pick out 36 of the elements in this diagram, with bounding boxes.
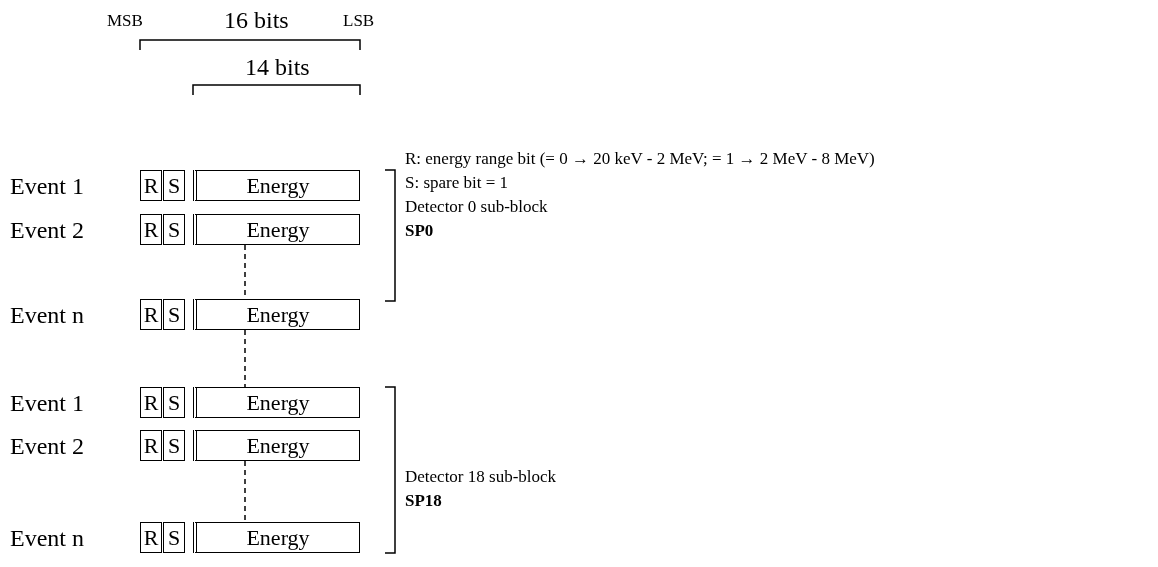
bit-field: S bbox=[163, 214, 185, 245]
bit-field: S bbox=[163, 299, 185, 330]
row-label: Event 1 bbox=[10, 391, 84, 415]
energy-field: Energy bbox=[193, 387, 360, 418]
row-label: Event 2 bbox=[10, 434, 84, 458]
dimension-label: 16 bits bbox=[224, 8, 289, 32]
group-label: Detector 18 sub-block bbox=[405, 468, 557, 485]
bit-field: R bbox=[140, 299, 162, 330]
group-label: SP18 bbox=[405, 492, 442, 509]
dashed-line bbox=[244, 460, 246, 523]
dashed-line bbox=[244, 329, 246, 388]
group-label: Detector 0 sub-block bbox=[405, 198, 548, 215]
row-label: Event n bbox=[10, 526, 84, 550]
bit-field: S bbox=[163, 430, 185, 461]
bit-field: S bbox=[163, 170, 185, 201]
row-label: Event 2 bbox=[10, 218, 84, 242]
energy-field: Energy bbox=[193, 214, 360, 245]
row-label: Event n bbox=[10, 303, 84, 327]
bit-field: S bbox=[163, 522, 185, 553]
bit-field: R bbox=[140, 387, 162, 418]
legend-note: R: energy range bit (= 0 → 20 keV - 2 MeV; = 1 → 2 MeV - 8 MeV) bbox=[405, 150, 875, 167]
energy-field: Energy bbox=[193, 299, 360, 330]
bit-order-label: LSB bbox=[343, 12, 375, 29]
group-label: SP0 bbox=[405, 222, 434, 239]
energy-field: Energy bbox=[193, 170, 360, 201]
energy-field: Energy bbox=[193, 522, 360, 553]
bit-field: R bbox=[140, 430, 162, 461]
bit-field: R bbox=[140, 522, 162, 553]
row-label: Event 1 bbox=[10, 174, 84, 198]
energy-field: Energy bbox=[193, 430, 360, 461]
dimension-label: 14 bits bbox=[245, 55, 310, 79]
bit-field: R bbox=[140, 214, 162, 245]
bit-field: S bbox=[163, 387, 185, 418]
legend-note: S: spare bit = 1 bbox=[405, 174, 509, 191]
bit-order-label: MSB bbox=[107, 12, 143, 29]
bit-field: R bbox=[140, 170, 162, 201]
